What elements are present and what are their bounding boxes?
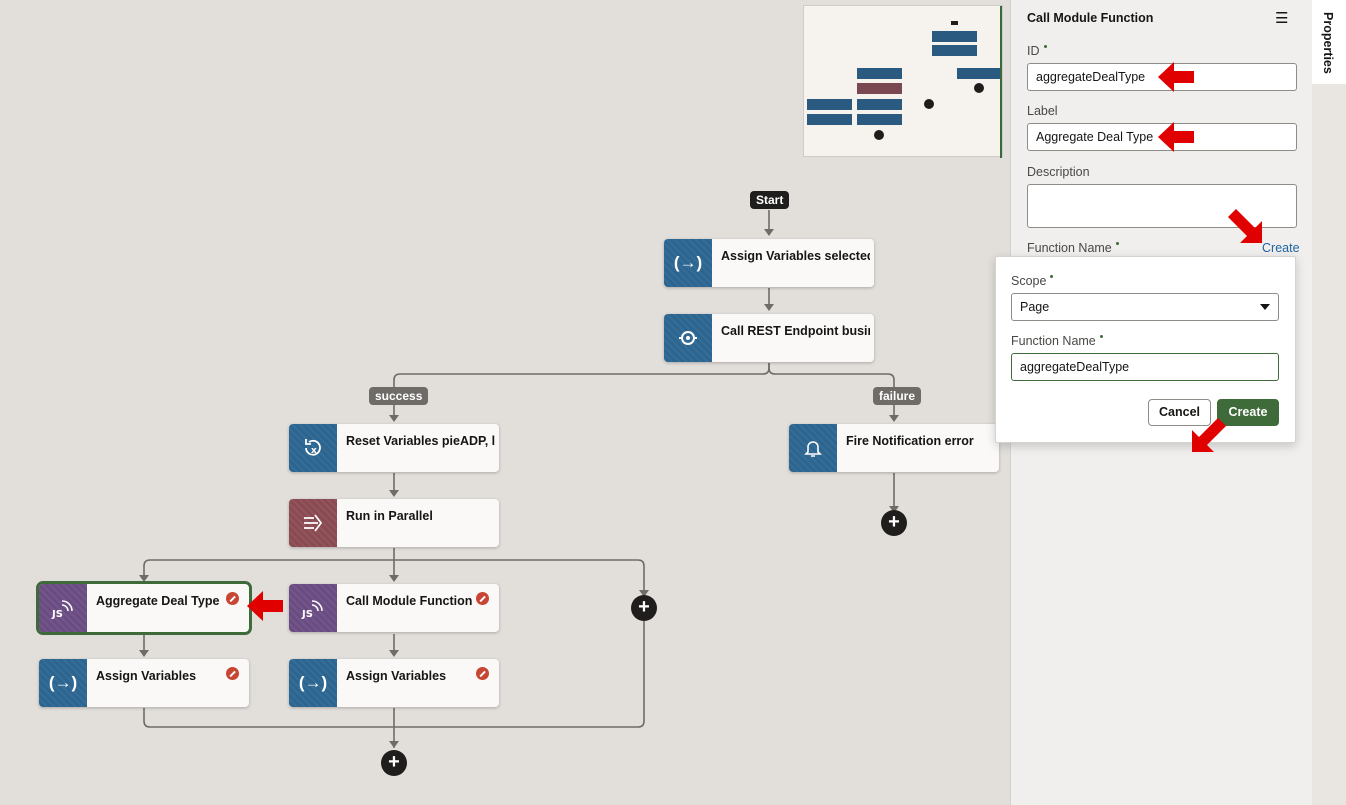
node-run-in-parallel[interactable]: Run in Parallel [289,499,499,547]
node-label: Call Module Function [346,594,473,608]
bell-icon [789,424,837,472]
node-label: Assign Variables selected [721,249,870,263]
node-reset-variables[interactable]: x Reset Variables pieADP, l [289,424,499,472]
create-function-link[interactable]: Create [1262,241,1300,255]
annotation-arrow-icon [1158,122,1194,152]
svg-text:JS: JS [301,609,313,620]
node-assign-variables-selected[interactable]: (→) Assign Variables selected [664,239,874,287]
minimap[interactable] [803,5,1003,158]
annotation-arrow-icon [247,591,283,621]
assign-variables-icon: (→) [39,659,87,707]
branch-failure-label: failure [873,387,922,405]
node-assign-variables-1[interactable]: (→) Assign Variables [39,659,249,707]
svg-text:JS: JS [51,609,63,620]
node-call-rest-endpoint[interactable]: Call REST Endpoint business [664,314,874,362]
reset-variables-icon: x [289,424,337,472]
id-label: ID [1027,44,1047,58]
function-name-input[interactable]: aggregateDealType [1011,353,1279,381]
flow-connectors [139,210,899,748]
scope-label: Scope [1011,274,1054,288]
menu-icon[interactable]: ☰ [1275,10,1289,27]
assign-variables-icon: (→) [289,659,337,707]
add-action-failure-button[interactable]: + [881,510,907,536]
function-name-label: Function Name [1027,241,1119,255]
start-label: Start [750,191,790,209]
chevron-down-icon [1260,304,1270,310]
annotation-arrow-icon [1192,418,1226,452]
scope-select[interactable]: Page [1011,293,1279,321]
error-icon [476,592,489,605]
side-rail: Properties [1312,0,1346,805]
node-label: Aggregate Deal Type [96,594,220,608]
minimap-preview [807,21,1002,140]
action-chain-canvas[interactable]: Start (→) Assign Variables selected Call… [0,0,1010,805]
node-label: Reset Variables pieADP, l [346,434,495,448]
branch-success-label: success [369,387,429,405]
javascript-function-icon: JS [289,584,337,632]
add-action-end-button[interactable]: + [381,750,407,776]
run-parallel-icon [289,499,337,547]
javascript-function-icon: JS [39,584,87,632]
panel-title: Call Module Function [1027,11,1154,25]
node-aggregate-deal-type[interactable]: JS Aggregate Deal Type [36,581,252,635]
popup-function-name-label: Function Name [1011,334,1103,348]
minimap-viewport[interactable] [1000,6,1002,158]
annotation-arrow-icon [1228,209,1262,243]
node-label: Assign Variables [96,669,197,683]
node-label: Run in Parallel [346,509,433,523]
annotation-arrow-icon [1158,62,1194,92]
svg-text:x: x [311,446,317,456]
description-textarea[interactable] [1027,184,1297,228]
error-icon [476,667,489,680]
node-fire-notification[interactable]: Fire Notification error [789,424,999,472]
assign-variables-icon: (→) [664,239,712,287]
node-label: Assign Variables [346,669,447,683]
tab-properties[interactable]: Properties [1312,0,1346,84]
tab-properties-label: Properties [1321,12,1335,74]
node-label: Fire Notification error [846,434,974,448]
add-parallel-branch-button[interactable]: + [631,595,657,621]
create-function-popup: Scope Page Function Name aggregateDealTy… [995,256,1296,443]
node-label: Call REST Endpoint business [721,324,870,338]
node-assign-variables-2[interactable]: (→) Assign Variables [289,659,499,707]
scope-value: Page [1020,300,1050,314]
error-icon [226,667,239,680]
label-label: Label [1027,104,1058,118]
node-call-module-function[interactable]: JS Call Module Function [289,584,499,632]
call-rest-icon [664,314,712,362]
description-label: Description [1027,165,1090,179]
cancel-button[interactable]: Cancel [1148,399,1211,426]
create-button[interactable]: Create [1217,399,1279,426]
error-icon [226,592,239,605]
